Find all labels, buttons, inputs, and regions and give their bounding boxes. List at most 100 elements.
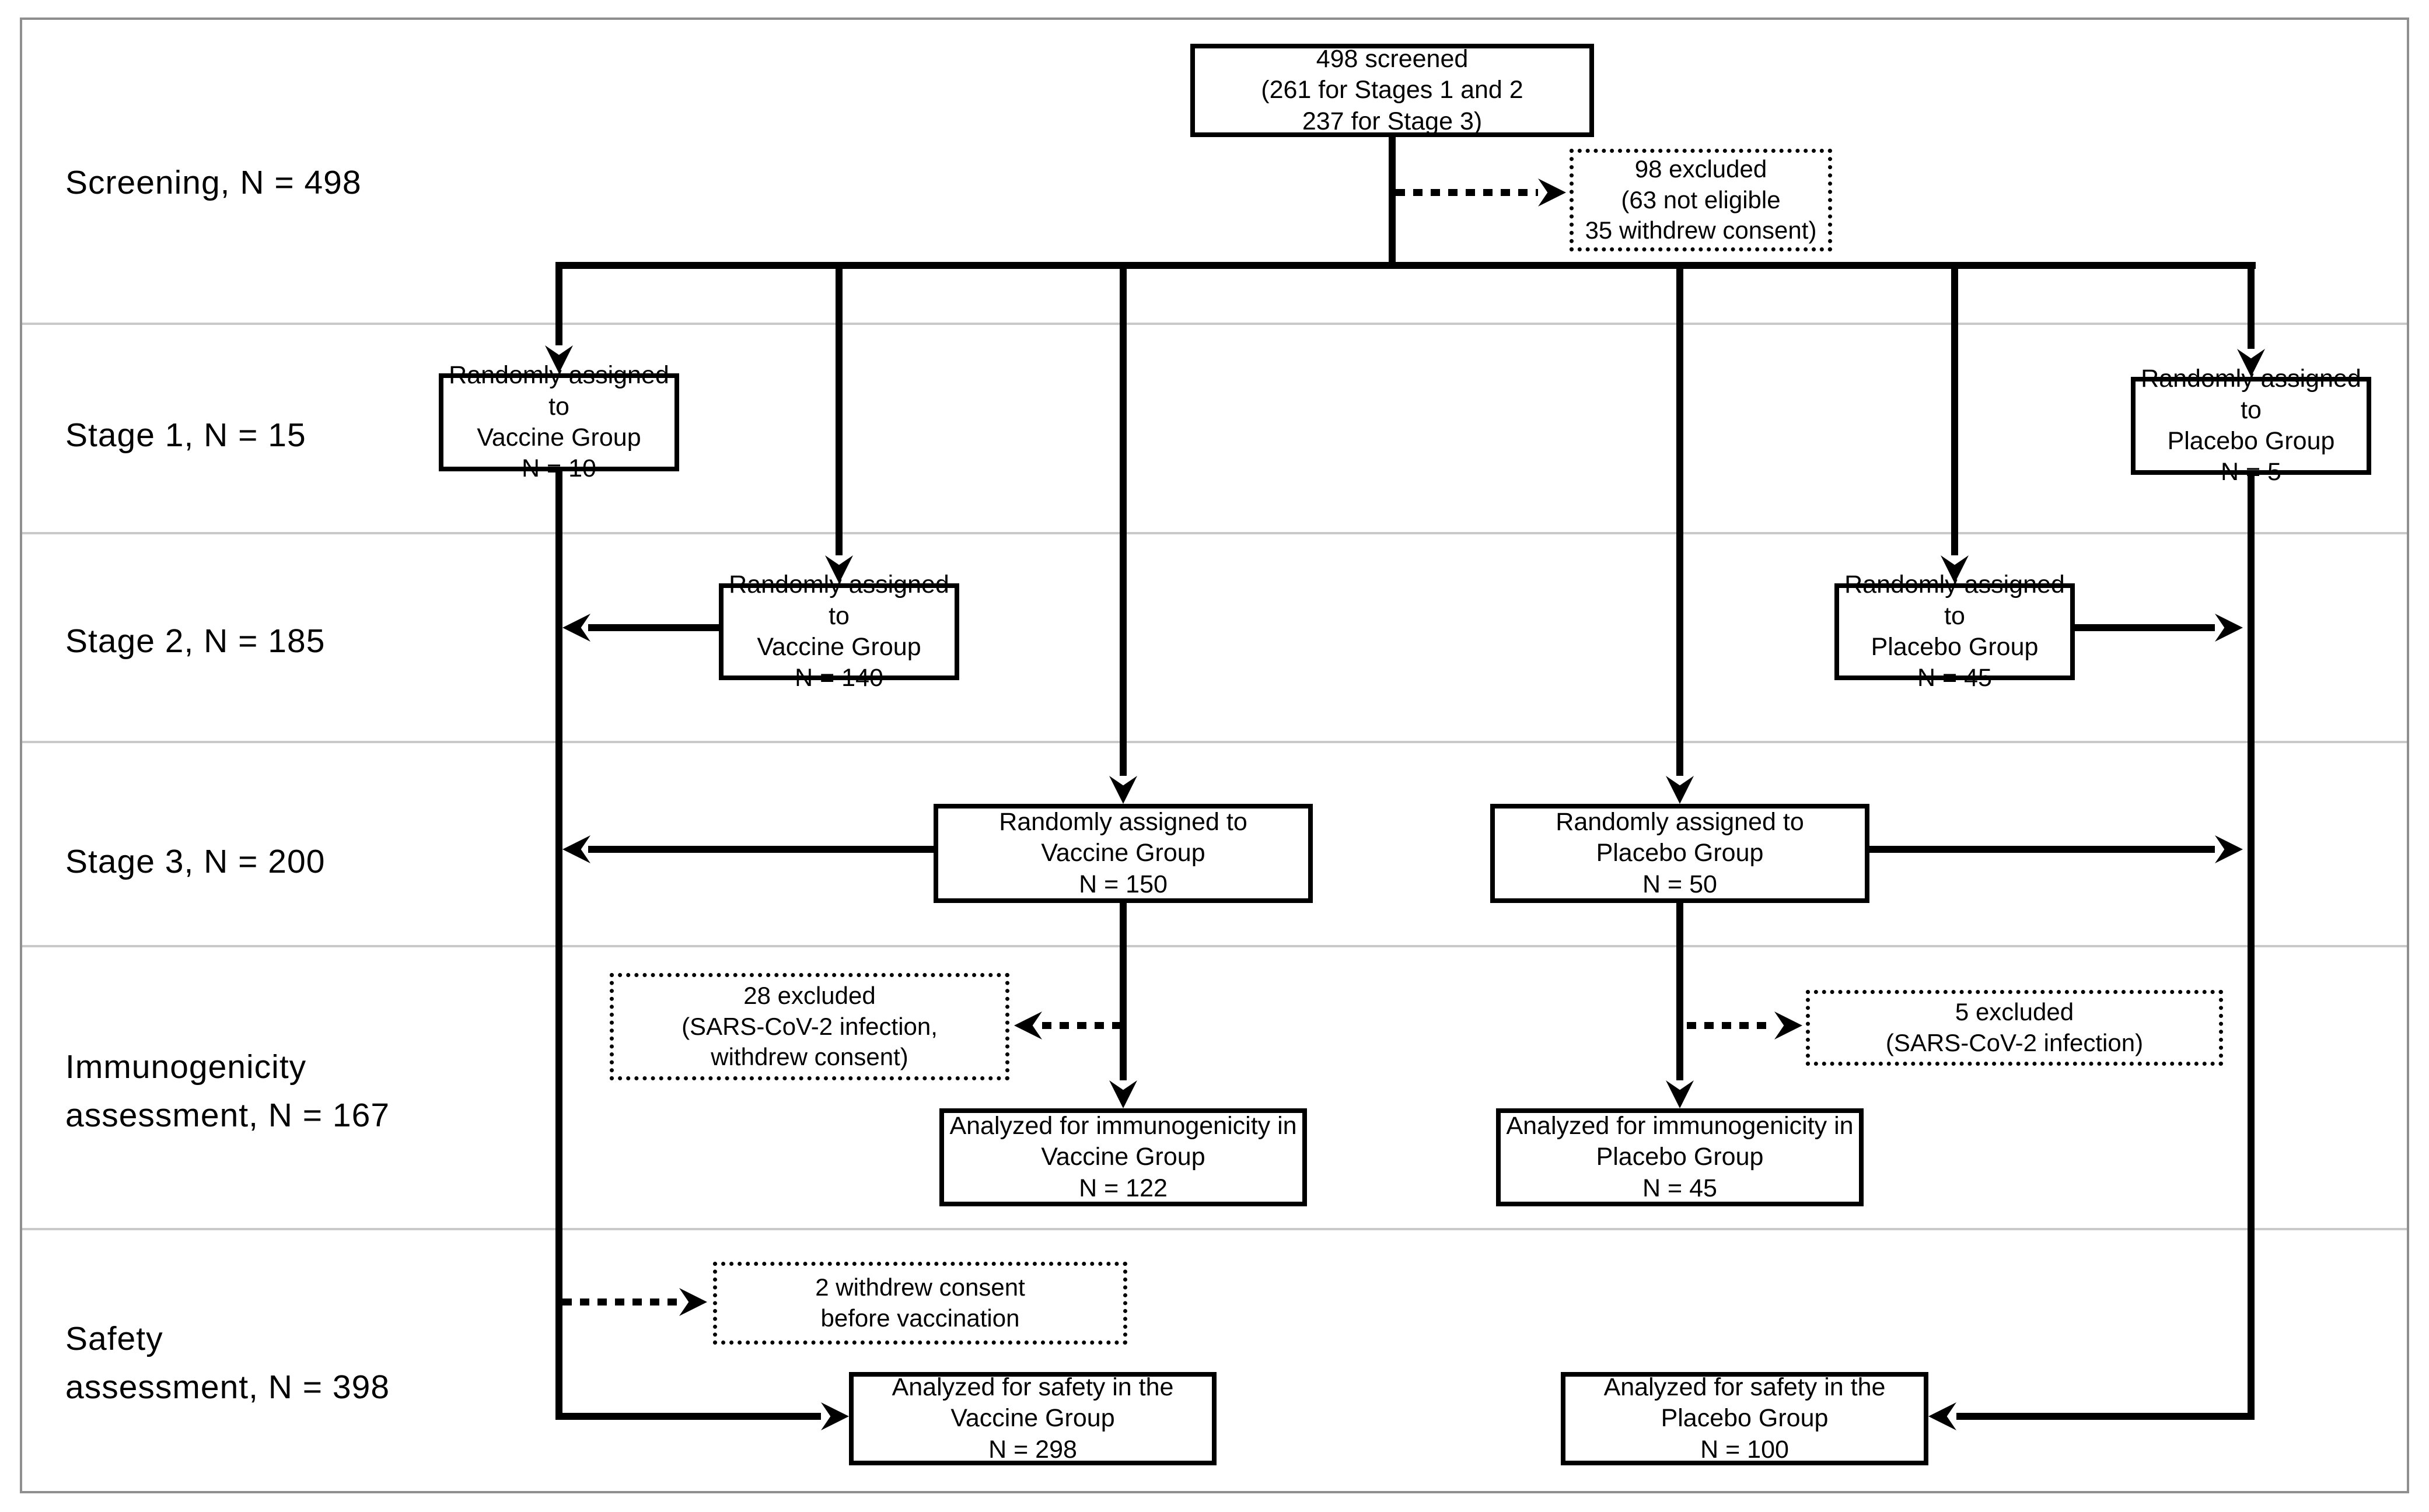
row-divider-screening-stage1: [22, 323, 2407, 325]
connector-screened-down: [1389, 136, 1396, 269]
box-text-line: 28 excluded: [743, 981, 876, 1009]
row-label-line: Stage 1, N = 15: [65, 416, 306, 454]
connector-placebo-safety-feed: [1956, 1413, 2248, 1420]
box-text-line: Placebo Group: [1661, 1404, 1829, 1433]
box-text-line: Placebo Group: [1596, 1143, 1764, 1171]
box-text-line: (SARS-CoV-2 infection,: [681, 1012, 938, 1040]
connector-stage3-placebo-to-immunogenicity: [1676, 903, 1683, 1080]
connector-placebo-trunk: [2248, 470, 2255, 1420]
box-stage2-vaccine: Randomly assigned to Vaccine Group N = 1…: [719, 570, 959, 692]
box-text-line: Randomly assigned to: [729, 570, 949, 630]
box-excluded-immunogenicity-vaccine: 28 excluded (SARS-CoV-2 infection, withd…: [610, 973, 1009, 1080]
row-label-line: Immunogenicity: [65, 1048, 307, 1086]
box-text-line: 2 withdrew consent: [815, 1273, 1025, 1301]
box-text-line: N = 140: [795, 664, 883, 692]
box-text-line: 5 excluded: [1955, 998, 2074, 1026]
connector-dotted-safety-withdrew: [562, 1298, 679, 1306]
connector-distribution-line: [555, 262, 2256, 269]
box-stage3-placebo: Randomly assigned to Placebo Group N = 5…: [1490, 804, 1869, 903]
box-text-line: Randomly assigned to: [1844, 570, 2065, 630]
row-label-line: Stage 2, N = 185: [65, 622, 326, 660]
box-text-line: N = 50: [1642, 870, 1717, 898]
row-label-line: Screening, N = 498: [65, 164, 362, 201]
box-text-line: (63 not eligible: [1621, 186, 1781, 214]
connector-drop-stage1-placebo: [2248, 265, 2255, 349]
box-text-line: 498 screened: [1316, 45, 1469, 74]
box-text-line: Vaccine Group: [477, 424, 641, 452]
box-safety-vaccine: Analyzed for safety in the Vaccine Group…: [849, 1372, 1217, 1465]
connector-dotted-imm-vaccine-excluded: [1042, 1022, 1120, 1029]
box-immunogenicity-vaccine: Analyzed for immunogenicity in Vaccine G…: [939, 1108, 1307, 1206]
row-label-line: assessment, N = 167: [65, 1097, 390, 1135]
connector-dotted-screening-excluded: [1396, 189, 1538, 196]
row-label-stage3: Stage 3, N = 200: [65, 838, 567, 886]
box-text-line: Randomly assigned to: [999, 808, 1247, 836]
connector-drop-stage2-placebo: [1951, 265, 1958, 555]
row-label-line: Stage 3, N = 200: [65, 843, 326, 880]
box-safety-placebo: Analyzed for safety in the Placebo Group…: [1561, 1372, 1928, 1465]
box-text-line: N = 298: [988, 1435, 1077, 1464]
row-label-screening: Screening, N = 498: [65, 159, 567, 207]
box-text-line: withdrew consent): [711, 1043, 908, 1071]
connector-stage3-vaccine-to-immunogenicity: [1120, 903, 1127, 1080]
connector-stage2-vaccine-to-trunk: [588, 624, 719, 631]
row-divider-immunogenicity-safety: [22, 1228, 2407, 1230]
box-text-line: (SARS-CoV-2 infection): [1885, 1029, 2144, 1056]
row-label-immunogenicity: Immunogenicity assessment, N = 167: [65, 1043, 567, 1140]
box-text-line: (261 for Stages 1 and 2: [1261, 76, 1523, 104]
box-text-line: Vaccine Group: [950, 1404, 1115, 1433]
box-text-line: 237 for Stage 3): [1302, 107, 1483, 135]
box-text-line: Vaccine Group: [1041, 1143, 1205, 1171]
connector-drop-stage3-vaccine: [1120, 265, 1127, 776]
box-text-line: Randomly assigned to: [2141, 365, 2361, 424]
box-text-line: Analyzed for immunogenicity in: [949, 1112, 1297, 1140]
connector-stage2-placebo-to-trunk: [2075, 624, 2215, 631]
box-text-line: N = 150: [1079, 870, 1168, 898]
row-divider-stage1-stage2: [22, 532, 2407, 534]
box-text-line: Vaccine Group: [1041, 839, 1205, 867]
box-text-line: Vaccine Group: [757, 633, 921, 661]
box-text-line: N = 100: [1700, 1435, 1789, 1464]
box-text-line: Analyzed for safety in the: [892, 1373, 1174, 1402]
connector-drop-stage2-vaccine: [836, 265, 843, 555]
box-stage1-vaccine: Randomly assigned to Vaccine Group N = 1…: [439, 361, 679, 482]
row-label-line: assessment, N = 398: [65, 1368, 390, 1406]
box-text-line: N = 45: [1642, 1174, 1717, 1202]
box-withdrew-before-vaccination: 2 withdrew consent before vaccination: [713, 1262, 1127, 1345]
row-divider-stage3-immunogenicity: [22, 945, 2407, 947]
box-stage3-vaccine: Randomly assigned to Vaccine Group N = 1…: [934, 804, 1313, 903]
box-excluded-immunogenicity-placebo: 5 excluded (SARS-CoV-2 infection): [1806, 990, 2223, 1066]
row-label-line: Safety: [65, 1320, 163, 1357]
box-text-line: Randomly assigned to: [449, 361, 669, 421]
box-text-line: 35 withdrew consent): [1585, 216, 1817, 244]
box-stage1-placebo: Randomly assigned to Placebo Group N = 5: [2131, 365, 2371, 486]
box-immunogenicity-placebo: Analyzed for immunogenicity in Placebo G…: [1496, 1108, 1864, 1206]
box-text-line: Analyzed for safety in the: [1603, 1373, 1886, 1402]
box-text-line: Randomly assigned to: [1556, 808, 1804, 836]
box-text-line: N = 45: [1917, 664, 1992, 692]
connector-stage3-vaccine-to-trunk: [588, 846, 934, 853]
connector-stage3-placebo-to-trunk: [1869, 846, 2215, 853]
box-text-line: Analyzed for immunogenicity in: [1506, 1112, 1854, 1140]
figure-frame: [20, 18, 2409, 1493]
connector-vaccine-trunk: [555, 467, 562, 1420]
connector-drop-stage3-placebo: [1676, 265, 1683, 776]
box-text-line: N = 122: [1079, 1174, 1168, 1202]
row-label-safety: Safety assessment, N = 398: [65, 1315, 567, 1412]
row-label-stage1: Stage 1, N = 15: [65, 411, 567, 460]
box-text-line: N = 5: [2221, 458, 2281, 487]
box-text-line: before vaccination: [820, 1304, 1020, 1332]
box-text-line: N = 10: [522, 454, 596, 483]
box-text-line: 98 excluded: [1634, 155, 1767, 183]
connector-dotted-imm-placebo-excluded: [1687, 1022, 1774, 1029]
box-text-line: Placebo Group: [1596, 839, 1764, 867]
box-stage2-placebo: Randomly assigned to Placebo Group N = 4…: [1834, 570, 2075, 692]
box-text-line: Placebo Group: [2167, 427, 2335, 455]
row-divider-stage2-stage3: [22, 741, 2407, 743]
connector-drop-stage1-vaccine: [555, 265, 562, 345]
box-excluded-screening: 98 excluded (63 not eligible 35 withdrew…: [1570, 149, 1832, 251]
connector-vaccine-safety-feed: [555, 1413, 821, 1420]
box-screened: 498 screened (261 for Stages 1 and 2 237…: [1190, 44, 1594, 137]
box-text-line: Placebo Group: [1871, 633, 2039, 661]
